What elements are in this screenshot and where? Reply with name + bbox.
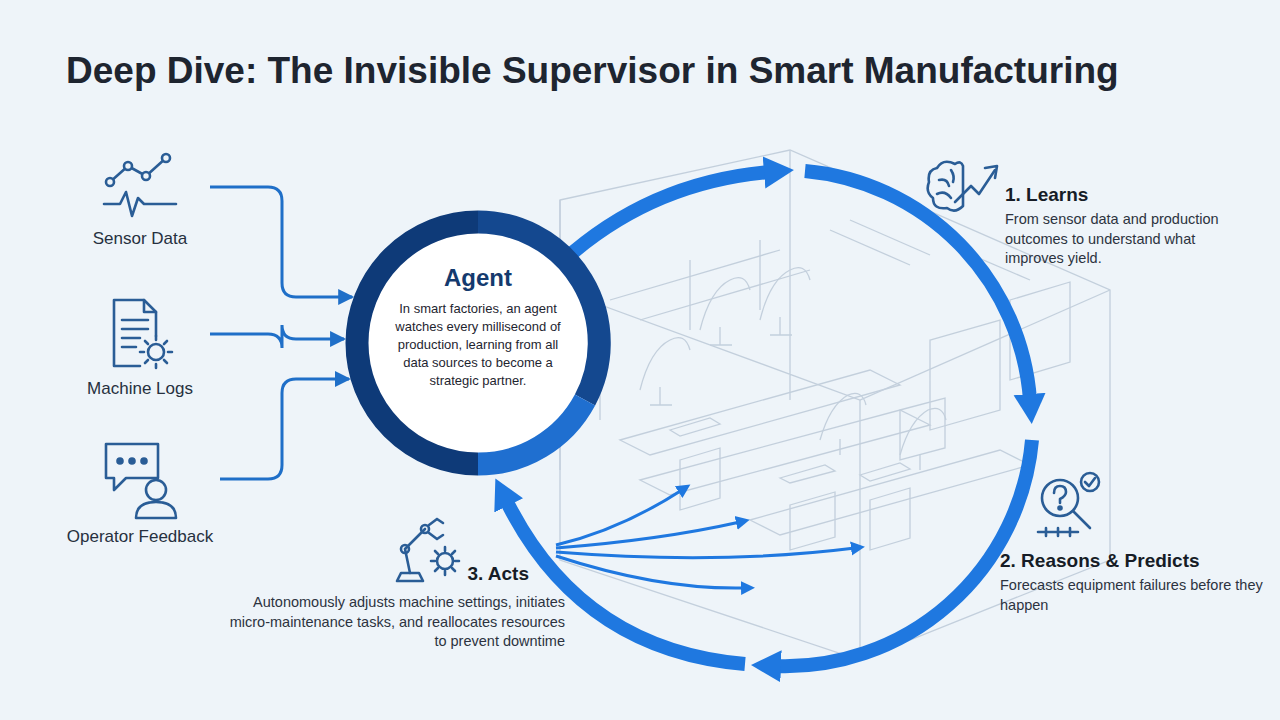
brain-icon	[925, 154, 1001, 218]
step-heading: 1. Learns	[1005, 184, 1250, 206]
input-source: Operator Feedback	[60, 438, 220, 548]
input-arrow	[210, 325, 344, 348]
icon	[70, 152, 210, 222]
step-description: Autonomously adjusts machine settings, i…	[225, 593, 565, 652]
step-description: Forecasts equipment failures before they…	[1000, 576, 1270, 615]
agent-description: In smart factories, an agent watches eve…	[383, 300, 573, 390]
icon	[70, 296, 210, 372]
step-head-row: 3. Acts	[225, 515, 565, 589]
source-label: Machine Logs	[70, 378, 210, 400]
logs-icon	[100, 296, 180, 372]
input-source: Sensor Data	[70, 152, 210, 250]
icon	[60, 438, 220, 520]
diagram-title: Deep Dive: The Invisible Supervisor in S…	[66, 50, 1119, 92]
sensor-icon	[100, 152, 180, 222]
step-block: 3. ActsAutonomously adjusts machine sett…	[225, 515, 565, 652]
step-block: 1. LearnsFrom sensor data and production…	[925, 150, 1265, 269]
icon	[389, 515, 463, 589]
step-heading: 2. Reasons & Predicts	[1000, 550, 1270, 572]
icon	[925, 154, 1005, 269]
agent-heading: Agent	[383, 264, 573, 292]
action-leaders	[556, 490, 855, 588]
robot-icon	[389, 515, 463, 585]
step-heading: 3. Acts	[467, 563, 529, 589]
source-label: Operator Feedback	[60, 526, 220, 548]
predict-icon	[1034, 468, 1106, 540]
source-label: Sensor Data	[70, 228, 210, 250]
agent-content: Agent In smart factories, an agent watche…	[383, 264, 573, 390]
step-description: From sensor data and production outcomes…	[1005, 210, 1250, 269]
input-arrow	[210, 187, 352, 297]
agent-circle: Agent In smart factories, an agent watche…	[345, 210, 611, 476]
cycle-arrow	[805, 171, 1030, 400]
input-source: Machine Logs	[70, 296, 210, 400]
step-text: 1. LearnsFrom sensor data and production…	[1005, 150, 1250, 269]
icon	[1034, 468, 1270, 544]
input-arrow	[220, 379, 349, 479]
operator-icon	[100, 438, 180, 520]
step-block: 2. Reasons & PredictsForecasts equipment…	[1000, 468, 1270, 615]
cycle-arrow	[562, 172, 770, 262]
